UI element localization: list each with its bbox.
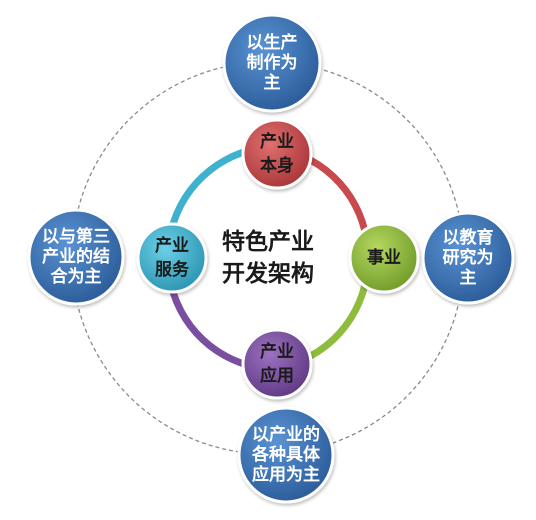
inner-node-left	[136, 222, 208, 294]
inner-node-right-label: 事业	[367, 248, 401, 268]
inner-node-top	[241, 118, 313, 190]
inner-node-bottom-label: 产业 应用	[260, 342, 294, 386]
inner-node-top-label: 产业 本身	[260, 132, 294, 176]
outer-node-bottom	[237, 406, 335, 504]
outer-node-right-label: 以教育 研究为 主	[442, 228, 494, 288]
outer-node-bottom-label: 以产业的 各种具体 应用为主	[252, 425, 320, 485]
outer-node-right	[421, 211, 515, 305]
center-title: 特色产业 开发架构	[222, 229, 314, 287]
outer-node-top-label: 以生产 制作为 主	[246, 33, 298, 93]
outer-node-top	[222, 13, 322, 113]
outer-node-left-label: 以与第三 产业的结 合为主	[42, 227, 110, 287]
inner-node-bottom	[241, 328, 313, 400]
inner-node-right	[348, 222, 420, 294]
inner-node-left-label: 产业 服务	[155, 236, 189, 280]
outer-node-left	[27, 208, 125, 306]
